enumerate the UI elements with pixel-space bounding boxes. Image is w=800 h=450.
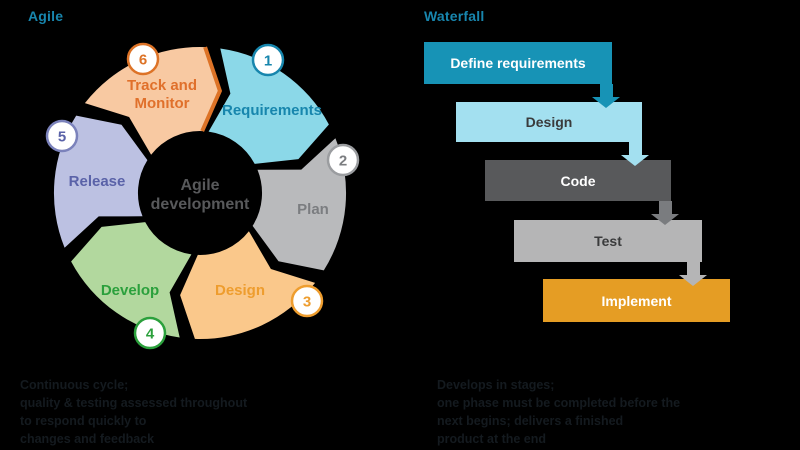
waterfall-arrow-3-icon [651,214,679,225]
agile-caption: Continuous cycle; quality & testing asse… [20,376,247,448]
badge-4-number: 4 [146,326,155,343]
badge-1-circle [251,43,285,77]
agile-caption-line-1: Continuous cycle; [20,378,129,392]
label-track-and: Track and [127,77,197,94]
label-monitor: Monitor [135,95,190,112]
waterfall-step-implement: Implement [543,279,730,322]
segment-release [53,115,148,248]
segment-plan [252,138,347,271]
badge-3-number: 3 [303,294,311,311]
badge-4: 4 [133,316,167,350]
waterfall-arrow-4-icon [679,275,707,286]
agile-caption-line-4: changes and feedback [20,432,155,446]
badge-5: 5 [45,119,79,153]
waterfall-caption-line-1: Develops in stages; [437,378,555,392]
center-label-line2: development [151,196,250,213]
badge-6-circle [126,42,160,76]
badge-3-circle [290,284,324,318]
label-develop: Develop [101,282,159,299]
badge-5-circle [45,119,79,153]
segment-track-monitor [84,47,220,155]
waterfall-caption-line-3: next begins; delivers a finished [437,414,624,428]
badge-5-number: 5 [58,129,66,146]
badge-2-number: 2 [339,153,347,170]
waterfall-arrow-4-stem [687,262,700,276]
waterfall-panel-title: Waterfall [424,8,485,24]
waterfall-step-test: Test [514,220,702,262]
badge-1: 1 [251,43,285,77]
waterfall-arrow-2-stem [629,142,642,156]
segment-track-monitor-highlight-edge [200,46,223,132]
badge-4-circle [133,316,167,350]
badge-2: 2 [326,143,360,177]
waterfall-step-code: Code [485,160,671,201]
waterfall-caption-line-4: product at the end [437,432,547,446]
label-design: Design [215,282,265,299]
segment-develop [71,222,192,338]
label-requirements: Requirements [222,102,322,119]
badge-1-number: 1 [264,53,272,70]
waterfall-step-define-requirements: Define requirements [424,42,612,84]
waterfall-arrow-2-icon [621,155,649,166]
label-release: Release [69,173,126,190]
waterfall-arrow-3-stem [659,201,672,215]
agile-cycle-diagram: Requirements Plan Design Develop Release… [45,42,360,350]
waterfall-step-design: Design [456,102,642,142]
agile-caption-line-3: to respond quickly to [20,414,147,428]
center-label-line1: Agile [180,177,219,194]
badge-6-number: 6 [139,52,147,69]
agile-panel-title: Agile [28,8,64,24]
segment-design [180,231,316,339]
badge-3: 3 [290,284,324,318]
badge-2-circle [326,143,360,177]
agile-caption-line-2: quality & testing assessed throughout [20,396,248,410]
waterfall-arrow-1-icon [592,97,620,108]
label-plan: Plan [297,201,329,218]
waterfall-caption-line-2: one phase must be completed before the [437,396,681,410]
waterfall-caption: Develops in stages; one phase must be co… [437,376,680,448]
badge-6: 6 [126,42,160,76]
segment-requirements [208,48,329,164]
waterfall-arrow-1-stem [600,84,613,98]
